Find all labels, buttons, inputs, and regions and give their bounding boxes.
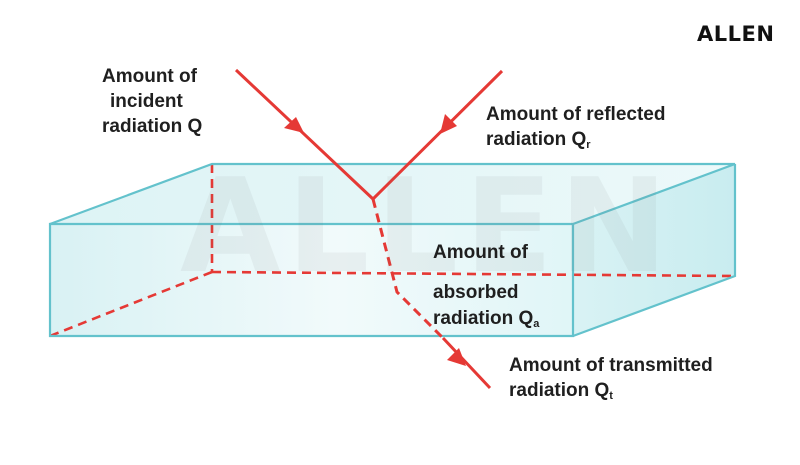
reflected-label-text: radiation Q <box>486 129 587 150</box>
transmitted-subscript: t <box>609 390 613 402</box>
transmitted-label-line2: radiation Qt <box>509 378 713 409</box>
incident-label: Amount of incident radiation Q <box>102 64 202 139</box>
slab-front-face <box>50 224 573 336</box>
absorbed-label-text: radiation Q <box>433 308 534 329</box>
allen-logo: ALLEN <box>697 22 775 46</box>
reflected-label-line2: radiation Qr <box>486 127 665 158</box>
transmitted-arrowhead <box>447 348 466 366</box>
incident-arrowhead <box>284 117 304 133</box>
transmitted-label-line1: Amount of transmitted <box>509 355 713 376</box>
reflected-arrowhead <box>440 114 457 134</box>
reflected-label: Amount of reflected radiation Qr <box>486 102 665 158</box>
reflected-ray <box>371 69 504 201</box>
absorbed-label: Amount of absorbed radiation Qa <box>433 240 539 337</box>
incident-label-line1: Amount of <box>102 66 197 87</box>
transmitted-label: Amount of transmitted radiation Qt <box>509 353 713 409</box>
absorbed-label-line1: Amount of <box>433 242 528 263</box>
slab-top-face <box>50 164 735 224</box>
refracted-ray <box>371 198 445 340</box>
reflected-label-line1: Amount of reflected <box>486 104 666 125</box>
transmitted-ray <box>441 336 492 390</box>
transmitted-label-text: radiation Q <box>509 380 610 401</box>
absorbed-label-line2: absorbed <box>433 282 519 303</box>
incident-label-line2: incident <box>110 91 183 112</box>
absorbed-label-line3: radiation Qa <box>433 306 539 337</box>
reflected-subscript: r <box>586 139 591 151</box>
slab-hidden-edges <box>49 164 736 338</box>
incident-ray <box>234 68 375 201</box>
incident-label-line3: radiation Q <box>102 116 203 137</box>
slab-visible-edges <box>48 162 737 338</box>
slab-side-face <box>573 164 735 336</box>
absorbed-subscript: a <box>533 318 540 330</box>
